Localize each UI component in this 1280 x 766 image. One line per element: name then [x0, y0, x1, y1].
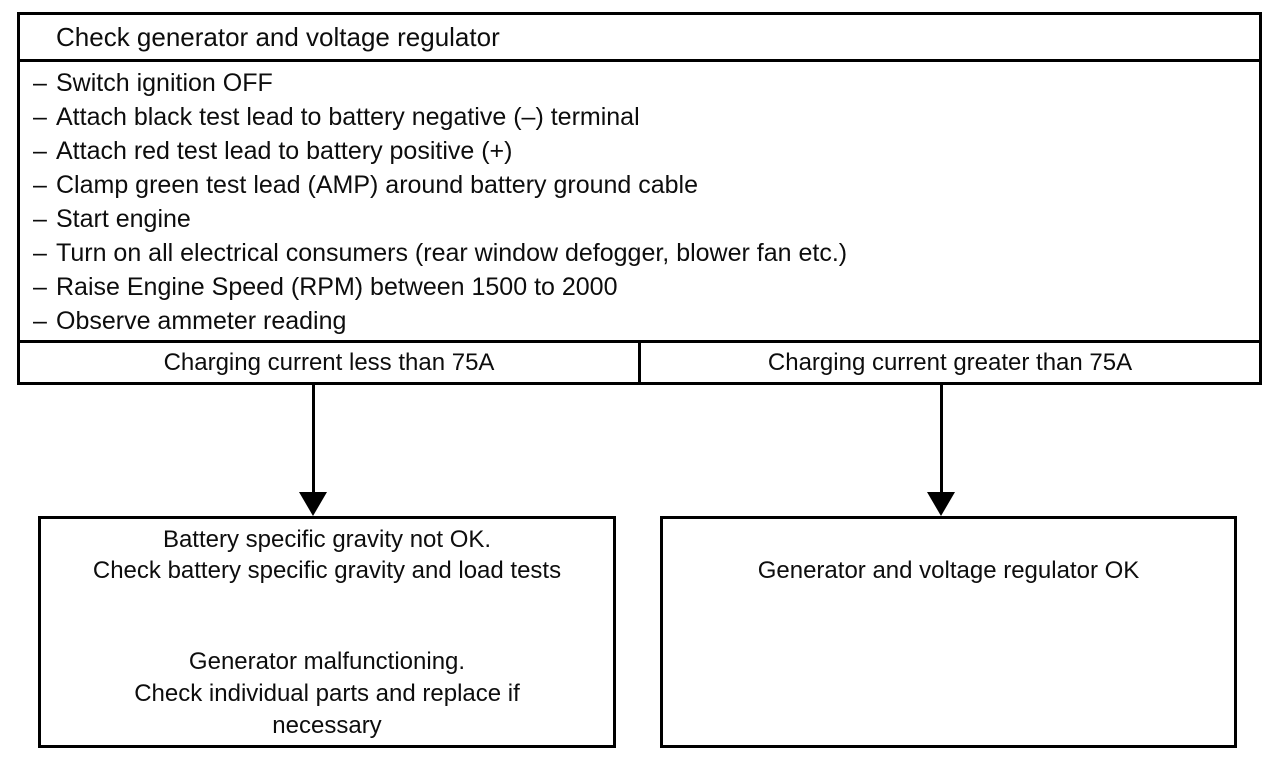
down-arrow-left-shaft	[312, 385, 315, 492]
condition-cell-less-than-75a: Charging current less than 75A	[20, 343, 638, 382]
condition-label: Charging current greater than 75A	[767, 348, 1133, 376]
procedure-step: – Observe ammeter reading	[33, 304, 1243, 338]
result-line: Generator and voltage regulator OK	[757, 557, 1140, 584]
result-group-generator-malfunction: Generator malfunctioning. Check individu…	[41, 646, 613, 742]
result-box-battery-check: Battery specific gravity not OK. Check b…	[38, 516, 616, 748]
step-text: Attach black test lead to battery negati…	[56, 103, 640, 131]
result-line: Battery specific gravity not OK.	[162, 526, 492, 553]
procedure-step: – Attach red test lead to battery positi…	[33, 134, 1243, 168]
step-text: Start engine	[56, 205, 191, 233]
step-dash: –	[33, 273, 47, 301]
procedure-step: – Start engine	[33, 202, 1243, 236]
step-dash: –	[33, 103, 47, 131]
condition-label: Charging current less than 75A	[163, 348, 495, 376]
procedure-step: – Switch ignition OFF	[33, 66, 1243, 100]
step-dash: –	[33, 171, 47, 199]
result-line: Check battery specific gravity and load …	[92, 557, 562, 584]
step-dash: –	[33, 307, 47, 335]
procedure-title: Check generator and voltage regulator	[56, 21, 500, 52]
step-text: Attach red test lead to battery positive…	[56, 137, 513, 165]
procedure-table: Check generator and voltage regulator – …	[17, 12, 1262, 385]
procedure-title-row: Check generator and voltage regulator	[20, 15, 1259, 62]
procedure-step: – Clamp green test lead (AMP) around bat…	[33, 168, 1243, 202]
step-dash: –	[33, 137, 47, 165]
condition-cell-greater-than-75a: Charging current greater than 75A	[638, 343, 1259, 382]
procedure-step: – Raise Engine Speed (RPM) between 1500 …	[33, 270, 1243, 304]
result-box-generator-ok: Generator and voltage regulator OK	[660, 516, 1237, 748]
step-text: Raise Engine Speed (RPM) between 1500 to…	[56, 273, 618, 301]
procedure-step-list: – Switch ignition OFF – Attach black tes…	[20, 62, 1259, 340]
step-text: Clamp green test lead (AMP) around batte…	[56, 171, 699, 199]
result-line: necessary	[272, 712, 382, 739]
step-text: Turn on all electrical consumers (rear w…	[56, 239, 848, 267]
step-text: Switch ignition OFF	[56, 69, 273, 97]
result-group-battery: Battery specific gravity not OK. Check b…	[41, 524, 613, 586]
condition-row: Charging current less than 75A Charging …	[20, 340, 1259, 382]
step-dash: –	[33, 69, 47, 97]
step-text: Observe ammeter reading	[56, 307, 347, 335]
down-arrow-left-head-icon	[299, 492, 327, 516]
step-dash: –	[33, 205, 47, 233]
procedure-step: – Turn on all electrical consumers (rear…	[33, 236, 1243, 270]
down-arrow-right-head-icon	[927, 492, 955, 516]
result-line: Check individual parts and replace if	[134, 680, 520, 707]
down-arrow-right-shaft	[940, 385, 943, 492]
step-dash: –	[33, 239, 47, 267]
result-line: Generator malfunctioning.	[188, 648, 466, 675]
procedure-step: – Attach black test lead to battery nega…	[33, 100, 1243, 134]
